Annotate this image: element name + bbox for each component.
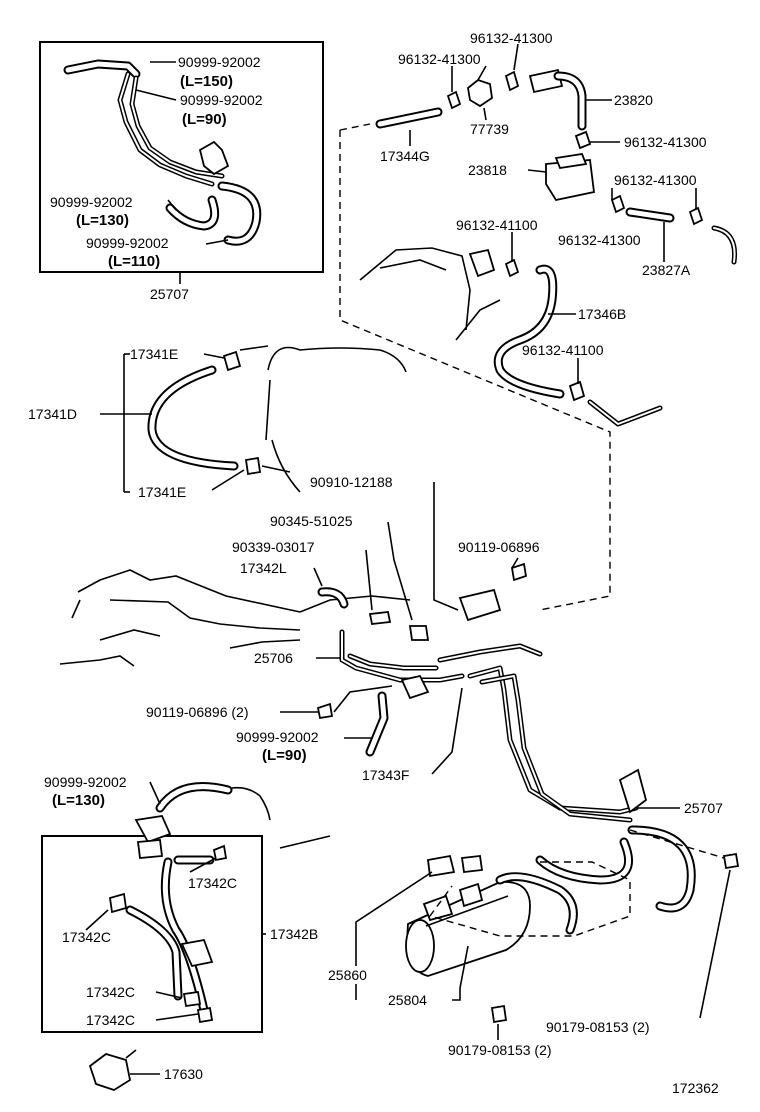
- cooler-25804: [405, 852, 740, 1024]
- leaders-bottom-left: [85, 781, 266, 1075]
- leaders-bottom-right: [355, 869, 731, 1040]
- label-c-90119-top: 90119-06896: [458, 539, 540, 555]
- label-tr-clamp-e: 96132-41100: [456, 217, 538, 233]
- label-br-25804: 25804: [388, 992, 427, 1008]
- label-lm-17341e-bottom: 17341E: [138, 484, 186, 500]
- label-bl-l130-len: (L=130): [52, 792, 105, 809]
- label-bl-l130-part: 90999-92002: [44, 774, 127, 790]
- label-tl-l110-len: (L=110): [108, 253, 160, 270]
- detail-box-top-left: [39, 41, 324, 273]
- dashed-guide-2: [339, 130, 611, 611]
- label-tr-clamp-b: 96132-41300: [398, 51, 481, 67]
- label-tl-l90-len: (L=90): [182, 111, 227, 128]
- canister-group: [359, 68, 738, 427]
- label-tr-clamp-a: 96132-41300: [470, 30, 553, 46]
- leaders-top-left: [135, 61, 229, 284]
- hose-assembly-bottom-left: [88, 782, 331, 1091]
- label-tr-17344g: 17344G: [380, 148, 430, 164]
- label-c-90345: 90345-51025: [270, 513, 353, 529]
- label-bl-17342c-a: 17342C: [188, 875, 237, 891]
- label-c-l90-part: 90999-92002: [236, 729, 319, 745]
- label-br-nut-right: 90179-08153 (2): [546, 1019, 650, 1035]
- label-tr-23820: 23820: [614, 92, 653, 108]
- label-tr-23818: 23818: [468, 162, 507, 178]
- label-tl-l150-len: (L=150): [180, 73, 233, 90]
- label-tr-clamp-c: 96132-41300: [624, 134, 707, 150]
- label-tr-clamp-d: 96132-41300: [614, 172, 697, 188]
- pipe-25706-group: [317, 562, 528, 700]
- label-c-17343f: 17343F: [362, 767, 409, 783]
- label-c-17342l: 17342L: [240, 560, 287, 576]
- leaders-center: [280, 482, 680, 809]
- label-bl-17630: 17630: [164, 1066, 203, 1082]
- label-bl-17342c-c: 17342C: [86, 984, 135, 1000]
- label-tr-17346b: 17346B: [578, 306, 626, 322]
- label-lm-17341e-top: 17341E: [130, 346, 178, 362]
- label-br-25860: 25860: [328, 967, 367, 983]
- label-c-90119-qty: 90119-06896 (2): [146, 704, 248, 720]
- dashed-guide-1: [339, 123, 371, 131]
- label-tl-l150-part: 90999-92002: [178, 54, 261, 70]
- label-tr-23827a: 23827A: [642, 262, 691, 278]
- label-tl-l130-len: (L=130): [76, 212, 129, 229]
- pipe-25707-main: [437, 643, 696, 913]
- diagram-number: 172362: [672, 1080, 719, 1096]
- hose-assembly-top-left: [63, 59, 262, 246]
- label-bl-17342c-d: 17342C: [86, 1012, 135, 1028]
- label-lm-17341d: 17341D: [28, 406, 77, 422]
- label-tl-l90-part: 90999-92002: [180, 92, 263, 108]
- label-c-90910: 90910-12188: [310, 474, 393, 490]
- engine-outline: [59, 569, 411, 667]
- clamps-top-right: [446, 70, 704, 402]
- dashed-guide-4: [629, 829, 725, 859]
- label-bl-17342b: 17342B: [270, 926, 318, 942]
- hose-17341d-group: [147, 345, 407, 493]
- label-c-25707: 25707: [684, 800, 723, 816]
- label-bl-17342c-b: 17342C: [62, 929, 111, 945]
- label-tl-l130-part: 90999-92002: [50, 194, 133, 210]
- label-tr-clamp-g: 96132-41100: [522, 342, 604, 358]
- dashed-guide-3: [428, 861, 631, 937]
- label-tr-clamp-f: 96132-41300: [558, 232, 641, 248]
- label-c-90339: 90339-03017: [232, 539, 315, 555]
- label-c-l90-len: (L=90): [262, 747, 307, 764]
- label-tl-l110-part: 90999-92002: [86, 235, 169, 251]
- leaders-left-middle: [100, 353, 245, 493]
- label-c-25706: 25706: [254, 650, 293, 666]
- leaders-top-right: [409, 43, 697, 384]
- label-tr-77739: 77739: [470, 121, 509, 137]
- label-br-nut-bottom: 90179-08153 (2): [448, 1042, 552, 1058]
- label-tl-25707: 25707: [150, 286, 189, 302]
- hose-l90-center: [365, 691, 389, 757]
